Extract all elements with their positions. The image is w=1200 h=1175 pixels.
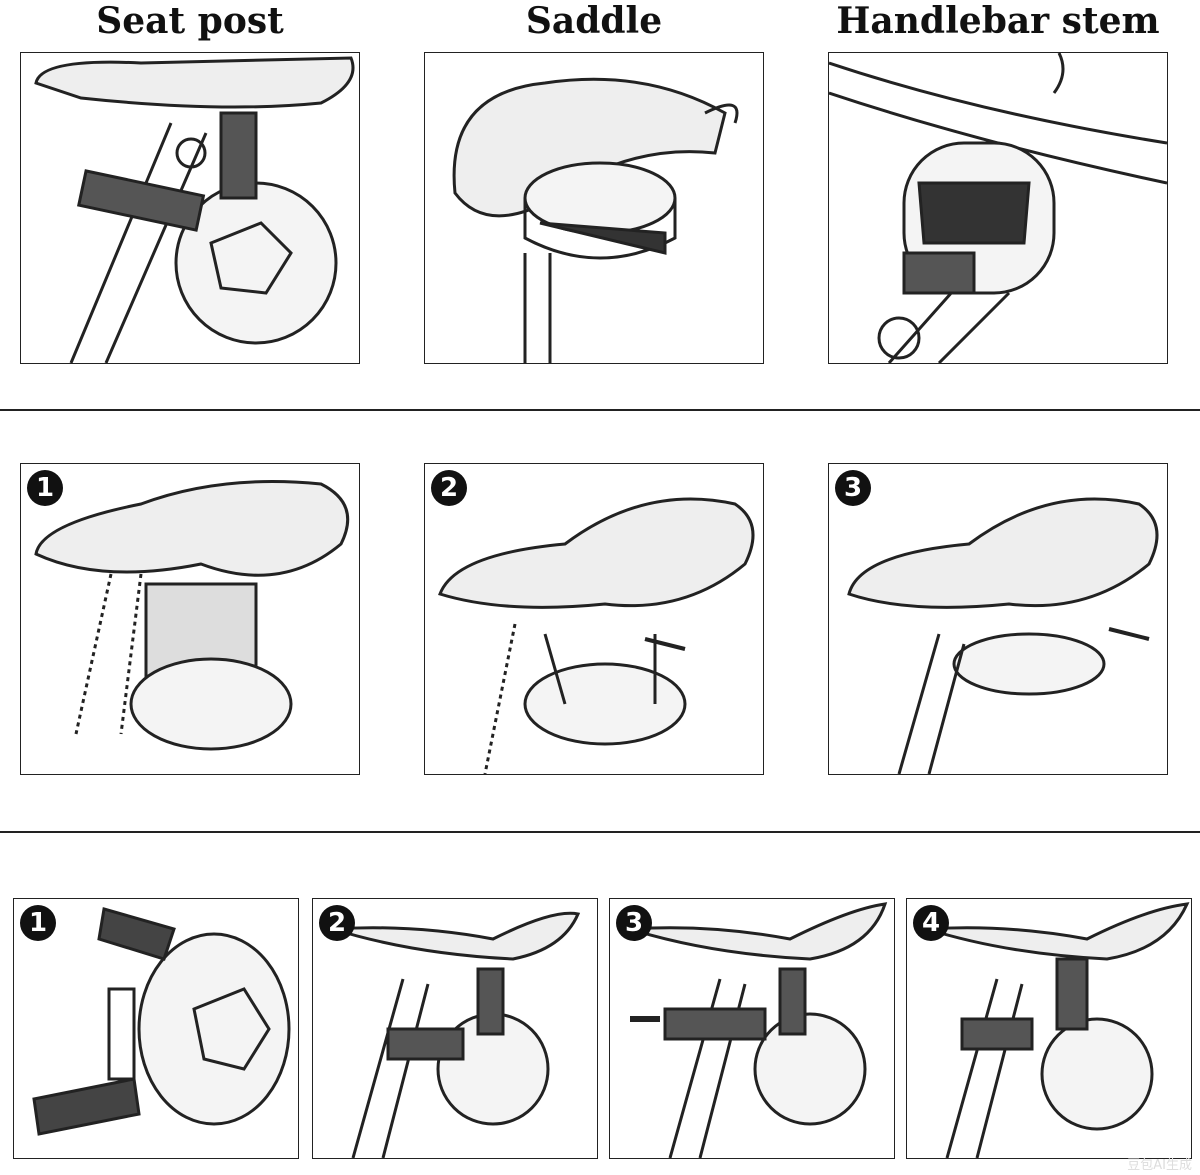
section-divider (0, 831, 1200, 833)
step-number-badge: 3 (835, 470, 871, 506)
heading-handlebar-stem: Handlebar stem (836, 0, 1160, 42)
heading-seat-post: Seat post (96, 0, 284, 42)
saddle-illustration (424, 52, 764, 364)
step-number-badge: 2 (431, 470, 467, 506)
watermark: 豆包AI生成 (1127, 1158, 1192, 1173)
strap-step-3: 3 (609, 898, 895, 1159)
section-divider (0, 409, 1200, 411)
strap-step-1: 1 (13, 898, 299, 1159)
heading-saddle: Saddle (525, 0, 663, 42)
seat-post-illustration (20, 52, 360, 364)
handlebar-stem-illustration (828, 52, 1168, 364)
step-number-badge: 3 (616, 905, 652, 941)
mount-step-3: 3 (828, 463, 1168, 775)
mount-step-2: 2 (424, 463, 764, 775)
step-number-badge: 4 (913, 905, 949, 941)
step-number-badge: 1 (27, 470, 63, 506)
strap-step-4: 4 (906, 898, 1192, 1159)
step-number-badge: 2 (319, 905, 355, 941)
step-number-badge: 1 (20, 905, 56, 941)
strap-step-2: 2 (312, 898, 598, 1159)
mount-step-1: 1 (20, 463, 360, 775)
